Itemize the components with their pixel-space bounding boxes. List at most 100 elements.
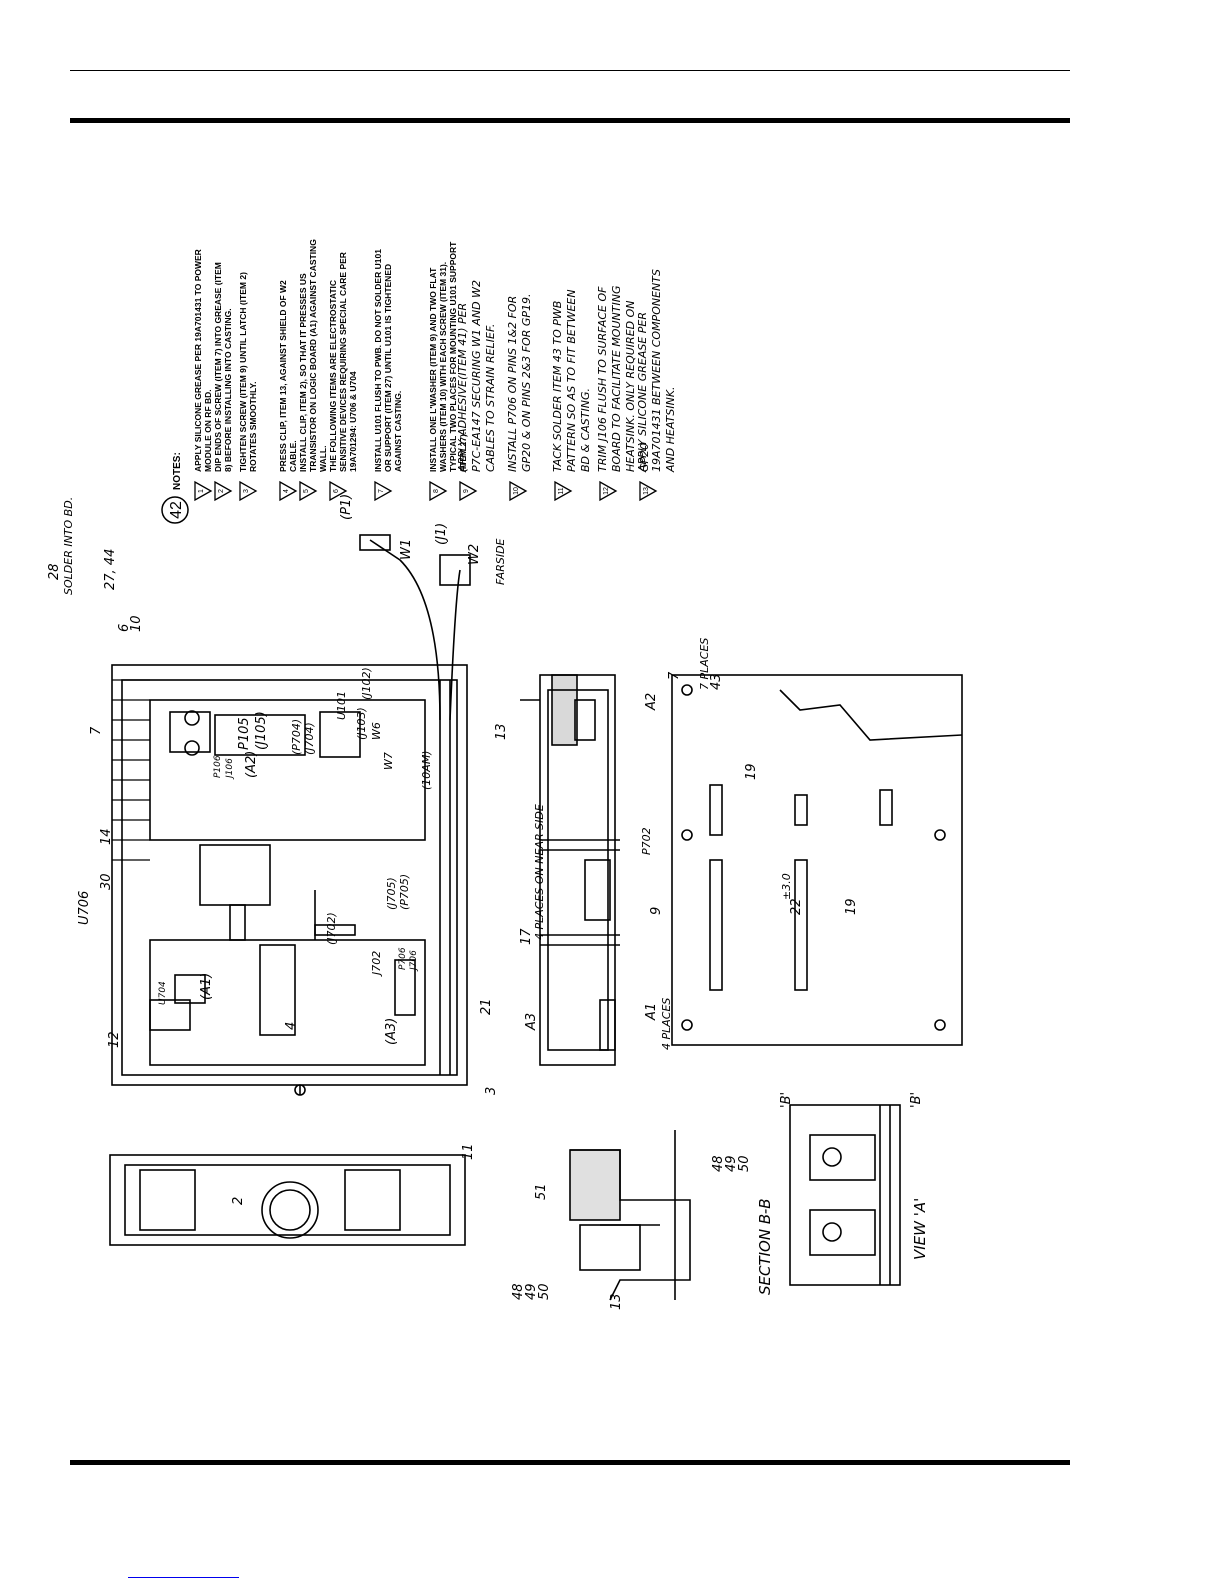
callout-u706: U706 — [77, 891, 92, 925]
callout-50-a: 50 — [737, 1155, 752, 1172]
note-number: 10 — [513, 487, 520, 495]
view-a-title: VIEW 'A' — [911, 1198, 929, 1260]
section-bb-title: SECTION B-B — [756, 1198, 774, 1295]
callout-j706: J706 — [409, 950, 419, 972]
note-text: APPLY ADHESIVE(ITEM 41) PERP7C-EA147 SEC… — [456, 280, 497, 473]
heatsink-fins — [112, 679, 150, 861]
callout-a3: (A3) — [384, 1018, 399, 1045]
callout-j704: (J704) — [303, 722, 316, 755]
main-housing-view — [111, 534, 471, 1096]
callout-12: 12 — [107, 1031, 122, 1048]
callout-7-places: 7 PLACES — [698, 638, 711, 690]
notes-heading: NOTES: — [172, 452, 183, 490]
callout-a2-side: A2 — [644, 693, 659, 711]
note-number: 11 — [558, 487, 565, 494]
view-a-labels: VIEW 'A' 'B' 'B' — [779, 1092, 929, 1260]
notes-block: 42 NOTES: — [161, 452, 189, 524]
note-text: INSTALL CLIP, ITEM 2), SO THAT IT PRESSE… — [298, 239, 328, 472]
note-number: 9 — [463, 489, 470, 493]
board-view — [671, 674, 963, 1046]
note-triangle-icon — [429, 480, 448, 502]
callout-w1: W1 — [399, 539, 414, 560]
note-triangle-icon — [329, 480, 348, 502]
board-view-labels: 7 7 PLACES 43 19 9 22 ±3.0 19 — [649, 638, 859, 915]
header-thick-rule — [70, 118, 1070, 123]
note-number: 13 — [643, 487, 650, 495]
callout-28: 28 — [47, 563, 62, 580]
note-triangle-icon — [299, 480, 318, 502]
callout-11: 11 — [461, 1143, 476, 1160]
note-text: INSTALL P706 ON PINS 1&2 FORGP20 & ON PI… — [506, 293, 533, 472]
callout-p702: P702 — [640, 827, 653, 855]
note-number: 7 — [378, 489, 385, 493]
note-text: TRIM J106 FLUSH TO SURFACE OFBOARD TO FA… — [596, 286, 651, 472]
note-triangle-icon — [639, 480, 658, 502]
callout-farside: FARSIDE — [494, 538, 507, 585]
callout-j105: (J105) — [254, 711, 269, 750]
callout-p704: (P704) — [290, 719, 303, 755]
callout-6: 6 — [117, 624, 132, 632]
callout-50-b: 50 — [537, 1283, 552, 1300]
callout-j106: J106 — [225, 758, 235, 780]
end-view — [109, 1154, 466, 1246]
header-thin-rule — [70, 70, 1070, 71]
callout-4: 4 — [284, 1022, 299, 1030]
callout-13-section: 13 — [609, 1293, 624, 1310]
note-triangle-icon — [599, 480, 618, 502]
note-item: 1 APPLY SILICONE GREASE PER 19A701431 TO … — [193, 249, 213, 502]
footer-link-underline[interactable] — [128, 1577, 239, 1578]
callout-3: 3 — [484, 1087, 499, 1095]
callout-p705: (P705) — [398, 874, 411, 910]
callout-w2: W2 — [467, 544, 482, 565]
side-section-view — [520, 674, 620, 1066]
callout-u704: U704 — [158, 981, 168, 1005]
callout-19-bottom: 19 — [844, 898, 859, 915]
callout-17-top: 17 — [519, 928, 534, 945]
callout-j1: (J1) — [434, 523, 449, 545]
note-item: 10 INSTALL P706 ON PINS 1&2 FORGP20 & ON … — [506, 293, 533, 502]
callout-4-places-near: 4 PLACES ON NEAR SIDE — [533, 804, 546, 940]
callout-48-a: 48 — [711, 1155, 726, 1172]
callout-a1-side: A1 — [644, 1003, 659, 1021]
callout-j702: J702 — [370, 951, 383, 977]
callout-j705: (J705) — [385, 877, 398, 910]
callout-2: 2 — [231, 1197, 246, 1205]
note-text: APPLY SILICONE GREASE PER19A701431 BETWE… — [636, 269, 677, 473]
callout-j102: (J102) — [360, 667, 373, 700]
callout-p106: P106 — [213, 755, 223, 778]
callout-27-44: 27, 44 — [103, 549, 118, 590]
callout-w7: W7 — [382, 752, 395, 770]
note-item: 11 TACK SOLDER ITEM 43 TO PWBPATTERN SO A… — [551, 289, 592, 502]
note-item: 9 APPLY ADHESIVE(ITEM 41) PERP7C-EA147 SE… — [456, 280, 497, 502]
callout-p105: P105 — [237, 717, 252, 750]
note-text: APPLY SILICONE GREASE PER 19A701431 TO P… — [193, 249, 213, 472]
note-text: TACK SOLDER ITEM 43 TO PWBPATTERN SO AS … — [551, 289, 592, 472]
callout-b-bottom: 'B' — [909, 1092, 924, 1108]
callout-13: 13 — [494, 723, 509, 740]
note-text: INSTALL ONE L'WASHER (ITEM 9) AND TWO FL… — [428, 241, 468, 472]
note-number: 2 — [218, 489, 225, 493]
callout-21: 21 — [479, 998, 494, 1015]
callout-w6: W6 — [370, 722, 383, 740]
callout-b-top: 'B' — [779, 1092, 794, 1108]
callout-p1: (P1) — [339, 494, 354, 520]
callout-j702-paren: (J702) — [325, 912, 338, 945]
callout-4-places: 4 PLACES — [660, 998, 673, 1050]
callout-19-top: 19 — [744, 763, 759, 780]
note-number: 5 — [303, 489, 310, 493]
callout-a2: (A2) — [244, 751, 259, 778]
callout-9: 9 — [649, 907, 664, 915]
note-item: 5 INSTALL CLIP, ITEM 2), SO THAT IT PRESS… — [298, 239, 328, 502]
callout-a1: (A1) — [199, 973, 214, 1000]
callout-j103: (J103) — [355, 707, 368, 740]
section-bb-labels: 51 48 49 50 48 49 50 13 SECTION B-B — [511, 1155, 774, 1310]
note-number: 1 — [198, 489, 205, 493]
callout-22: 22 — [789, 898, 804, 915]
callout-14: 14 — [99, 828, 114, 845]
callout-a3-side: A3 — [524, 1013, 539, 1031]
note-triangle-icon — [459, 480, 478, 502]
